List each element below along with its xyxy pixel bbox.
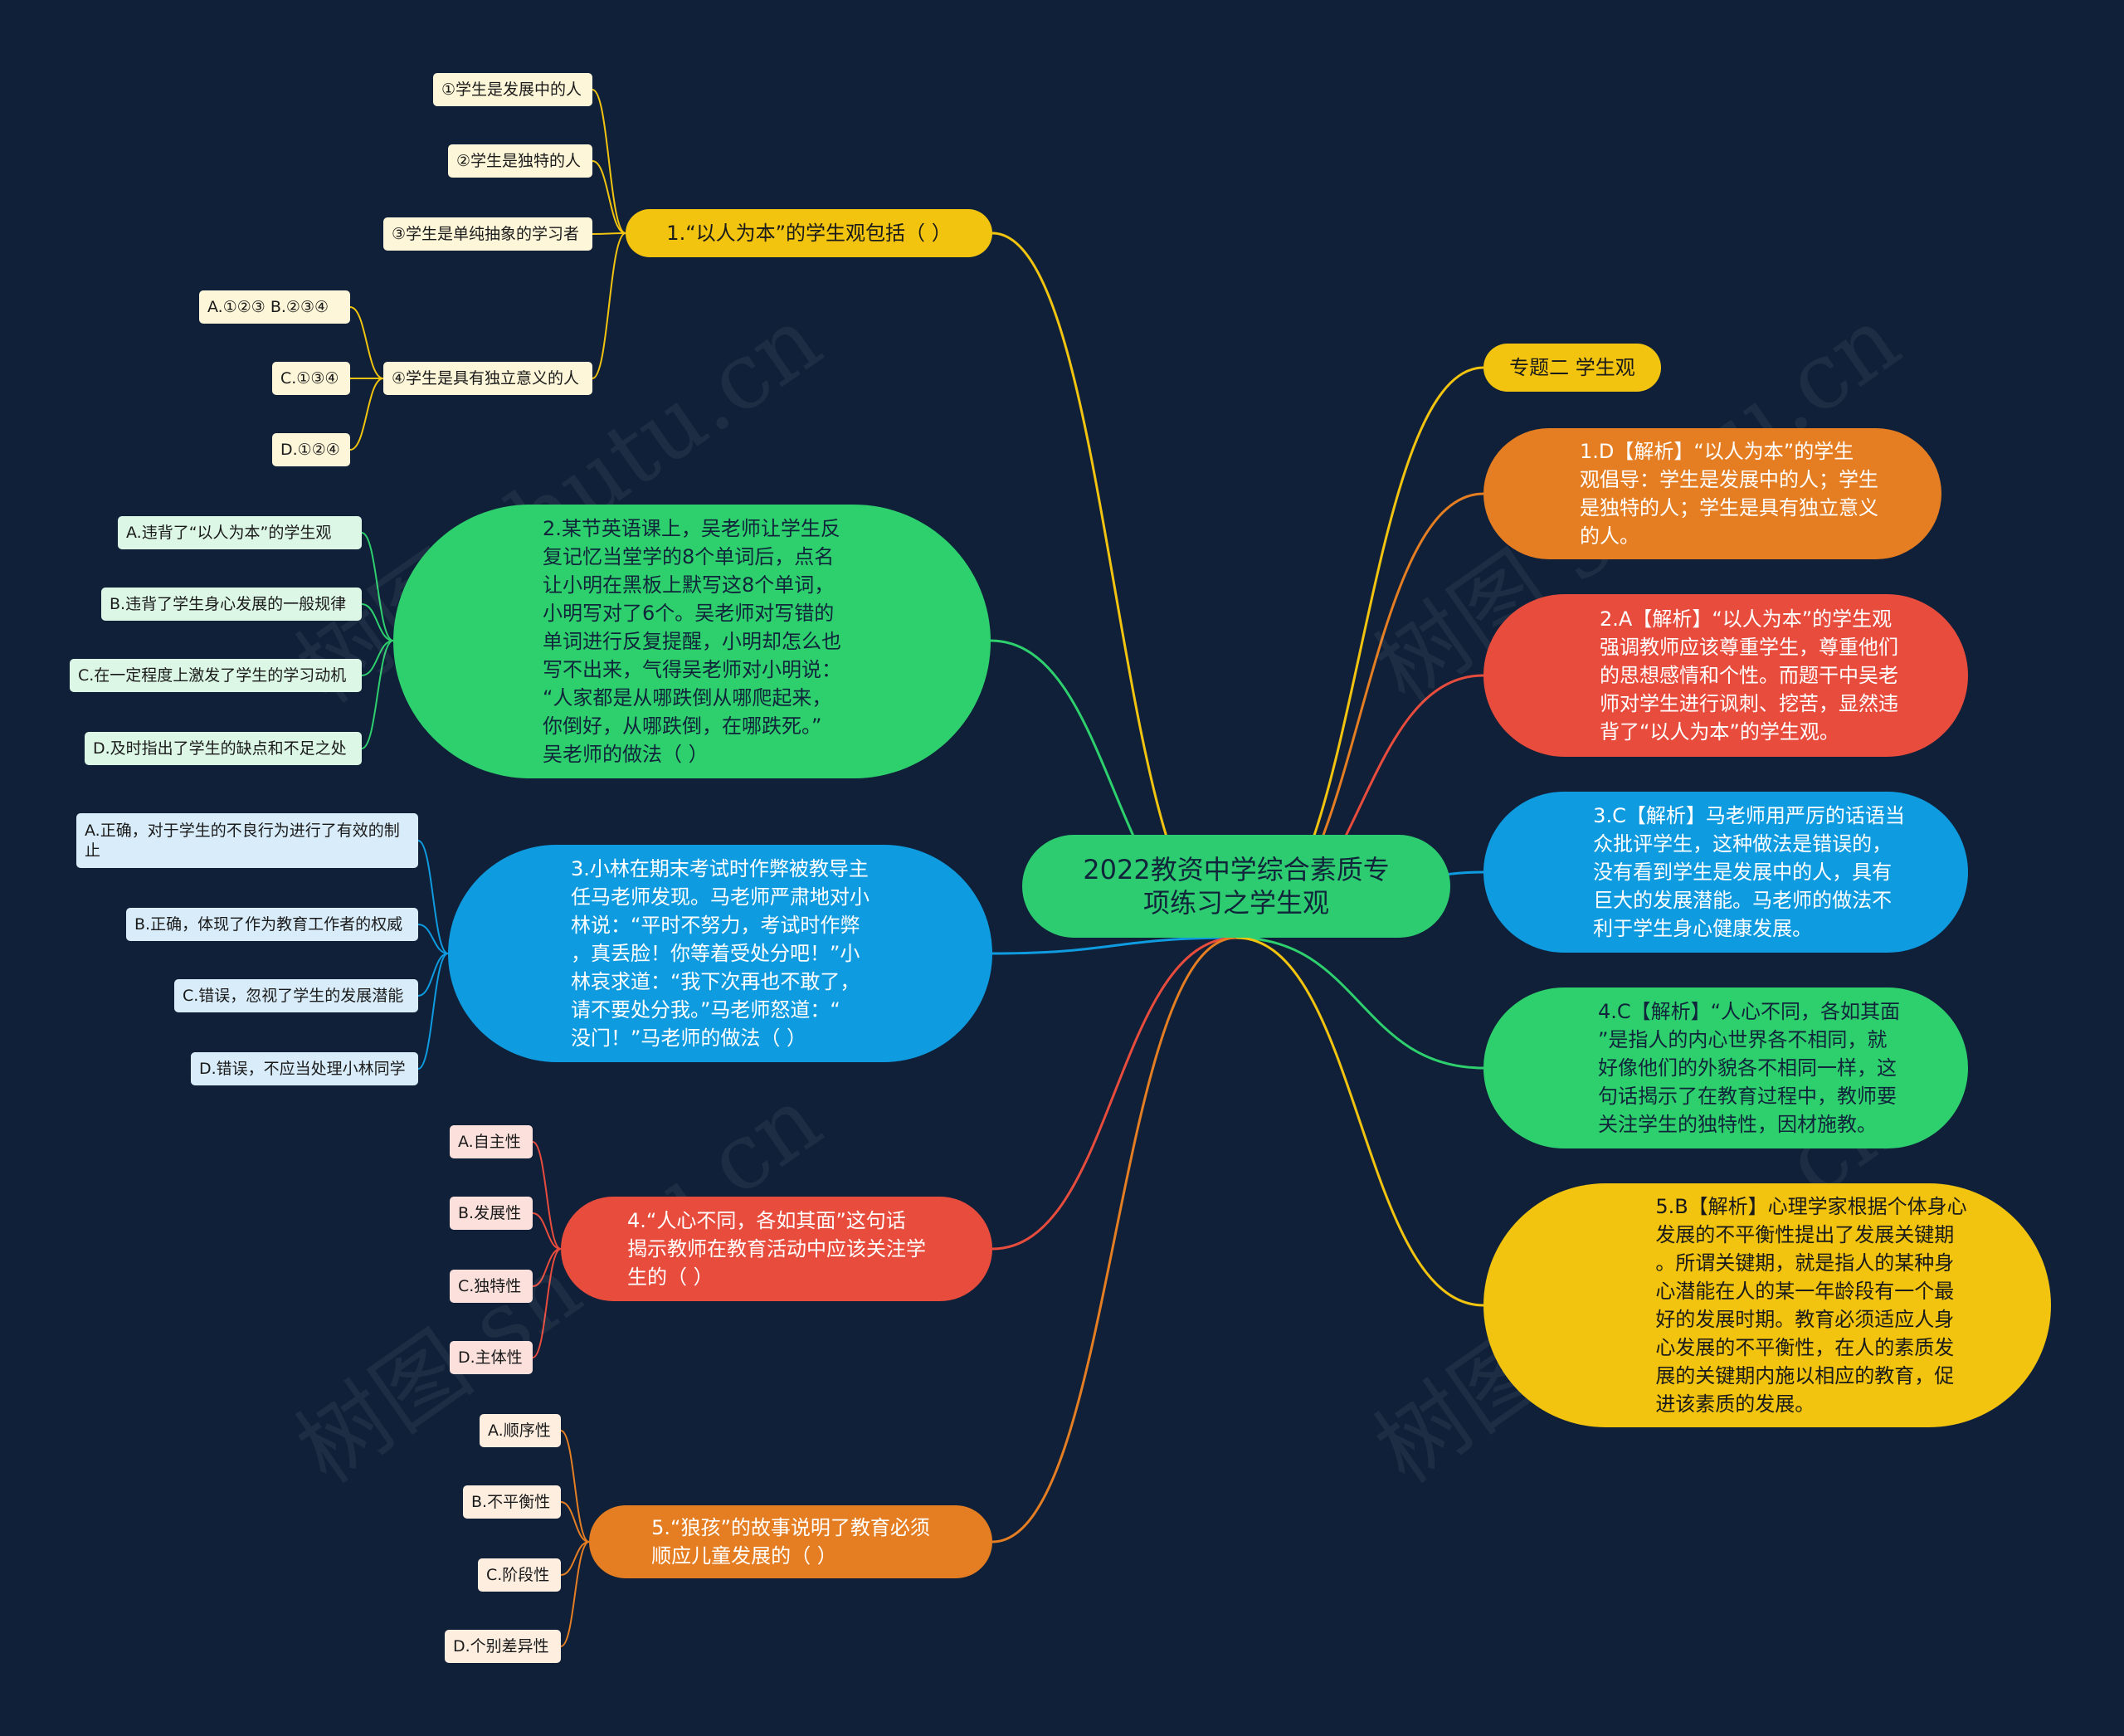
link-q3-leaf-2 bbox=[417, 953, 449, 997]
q2-option-c[interactable]: C.在一定程度上激发了学生的学习动机 bbox=[70, 659, 362, 692]
link-q3-leaf-1 bbox=[417, 924, 449, 954]
q5-option-c[interactable]: C.阶段性 bbox=[478, 1558, 561, 1592]
q1-option-3[interactable]: ③学生是单纯抽象的学习者 bbox=[383, 217, 592, 251]
answer-5-node[interactable]: 5.B【解析】心理学家根据个体身心 发展的不平衡性提出了发展关键期 。所谓关键期… bbox=[1483, 1183, 2051, 1427]
link-q5-leaf-2 bbox=[560, 1541, 590, 1576]
q1-option-2[interactable]: ②学生是独特的人 bbox=[448, 144, 592, 178]
link-q2-leaf-2 bbox=[361, 640, 394, 676]
link-q1-leaf-1 bbox=[592, 160, 626, 234]
question-2-node[interactable]: 2.某节英语课上，吴老师让学生反 复记忆当堂学的8个单词后，点名 让小明在黑板上… bbox=[393, 505, 991, 778]
link-q2-leaf-1 bbox=[361, 603, 394, 641]
q4-option-a[interactable]: A.自主性 bbox=[450, 1125, 533, 1158]
q5-option-a[interactable]: A.顺序性 bbox=[480, 1414, 561, 1447]
q5-option-b[interactable]: B.不平衡性 bbox=[463, 1485, 561, 1519]
link-q1 bbox=[991, 232, 1237, 939]
link-q4 bbox=[991, 936, 1237, 1251]
link-q4-leaf-0 bbox=[532, 1141, 562, 1250]
q3-option-c[interactable]: C.错误，忽视了学生的发展潜能 bbox=[174, 979, 418, 1012]
link-q1-sub-0 bbox=[349, 306, 384, 379]
link-q1-leaf-2 bbox=[592, 232, 626, 235]
question-4-node[interactable]: 4.“人心不同，各如其面”这句话 揭示教师在教育活动中应该关注学 生的（ ） bbox=[561, 1197, 992, 1301]
link-q4-leaf-3 bbox=[532, 1248, 562, 1358]
q3-option-d[interactable]: D.错误，不应当处理小林同学 bbox=[191, 1052, 418, 1085]
q1-choice-c[interactable]: C.①③④ bbox=[272, 362, 350, 395]
q1-choice-ab[interactable]: A.①②③ B.②③④ bbox=[199, 290, 350, 324]
q2-option-b[interactable]: B.违背了学生身心发展的一般规律 bbox=[101, 588, 362, 621]
link-q5-leaf-3 bbox=[560, 1541, 590, 1647]
q2-option-d[interactable]: D.及时指出了学生的缺点和不足之处 bbox=[85, 732, 362, 765]
answer-1-node[interactable]: 1.D【解析】“以人为本”的学生 观倡导：学生是发展中的人；学生 是独特的人；学… bbox=[1483, 428, 1941, 559]
q4-option-d[interactable]: D.主体性 bbox=[450, 1341, 533, 1374]
q1-option-1[interactable]: ①学生是发展中的人 bbox=[433, 73, 592, 106]
link-q3 bbox=[991, 936, 1237, 955]
link-q2-leaf-0 bbox=[361, 532, 394, 641]
topic-label[interactable]: 专题二 学生观 bbox=[1483, 344, 1661, 392]
q4-option-b[interactable]: B.发展性 bbox=[450, 1197, 533, 1230]
link-q5-leaf-1 bbox=[560, 1501, 590, 1543]
link-q1-leaf-3 bbox=[592, 232, 626, 379]
q2-option-a[interactable]: A.违背了“以人为本”的学生观 bbox=[118, 516, 362, 549]
link-q4-leaf-1 bbox=[532, 1212, 562, 1250]
link-q2-leaf-3 bbox=[361, 640, 394, 749]
link-q3-leaf-0 bbox=[417, 840, 449, 954]
question-1-node[interactable]: 1.“以人为本”的学生观包括（ ） bbox=[626, 209, 992, 257]
link-q5-leaf-0 bbox=[560, 1430, 590, 1543]
answer-4-node[interactable]: 4.C【解析】“人心不同，各如其面 ”是指人的内心世界各不相同，就 好像他们的外… bbox=[1483, 987, 1968, 1148]
link-a4 bbox=[1235, 936, 1484, 1070]
q3-option-a[interactable]: A.正确，对于学生的不良行为进行了有效的制 止 bbox=[76, 813, 418, 868]
link-q1-leaf-0 bbox=[592, 89, 626, 234]
q1-option-4[interactable]: ④学生是具有独立意义的人 bbox=[383, 362, 592, 395]
link-a5 bbox=[1235, 936, 1484, 1307]
q5-option-d[interactable]: D.个别差异性 bbox=[445, 1630, 561, 1663]
q3-option-b[interactable]: B.正确，体现了作为教育工作者的权威 bbox=[126, 908, 418, 941]
q1-choice-d[interactable]: D.①②④ bbox=[272, 433, 350, 466]
link-q1-sub-2 bbox=[349, 378, 384, 451]
link-q4-leaf-2 bbox=[532, 1248, 562, 1287]
answer-2-node[interactable]: 2.A【解析】“以人为本”的学生观 强调教师应该尊重学生，尊重他们 的思想感情和… bbox=[1483, 594, 1968, 757]
answer-3-node[interactable]: 3.C【解析】马老师用严厉的话语当 众批评学生，这种做法是错误的， 没有看到学生… bbox=[1483, 792, 1968, 953]
question-3-node[interactable]: 3.小林在期末考试时作弊被教导主 任马老师发现。马老师严肃地对小 林说：“平时不… bbox=[448, 845, 992, 1062]
question-5-node[interactable]: 5.“狼孩”的故事说明了教育必须 顺应儿童发展的（ ） bbox=[589, 1505, 992, 1578]
link-q5 bbox=[991, 936, 1237, 1543]
central-topic[interactable]: 2022教资中学综合素质专 项练习之学生观 bbox=[1022, 835, 1450, 938]
link-q3-leaf-3 bbox=[417, 953, 449, 1070]
q4-option-c[interactable]: C.独特性 bbox=[450, 1270, 533, 1303]
